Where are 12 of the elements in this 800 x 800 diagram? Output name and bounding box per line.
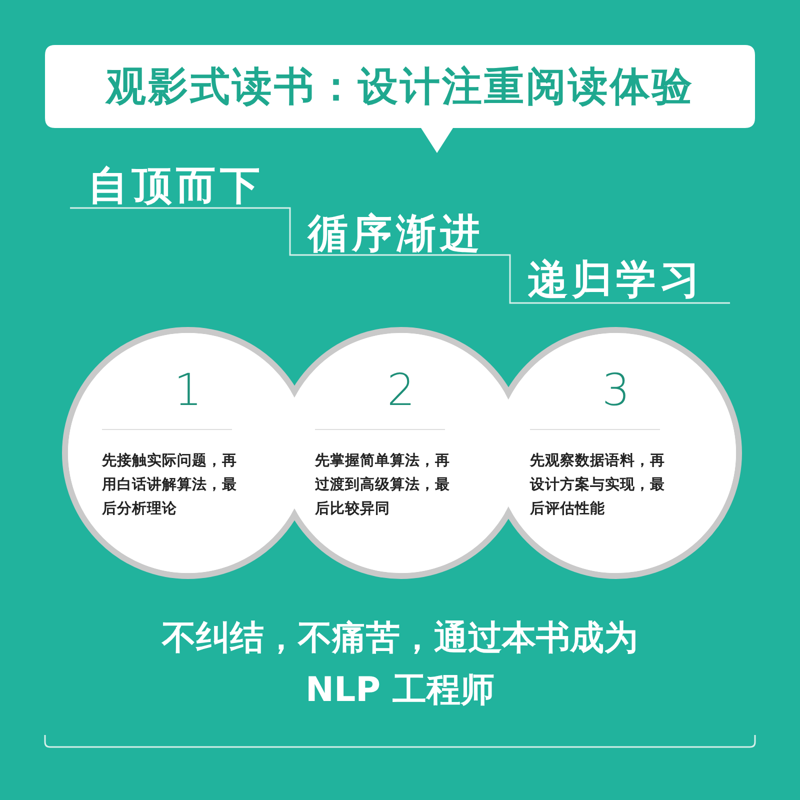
step-heading: 自顶而下 — [88, 162, 264, 211]
step-number: 3 — [601, 365, 631, 416]
step-heading: 递归学习 — [528, 256, 704, 305]
step-description: 先接触实际问题，再用白话讲解算法，最后分析理论 — [102, 452, 238, 519]
step-number: 2 — [386, 365, 416, 416]
step-heading: 循序渐进 — [308, 210, 484, 259]
speech-bubble — [45, 45, 755, 153]
step-description: 先观察数据语料，再设计方案与实现，最后评估性能 — [530, 452, 666, 519]
step-description: 先掌握简单算法，再过渡到高级算法，最后比较异同 — [315, 452, 451, 519]
bubble-heading: 观影式读书：设计注重阅读体验 — [104, 63, 695, 112]
step-number: 1 — [173, 365, 203, 416]
closing-slogan: 不纠结，不痛苦，通过本书成为 NLP 工程师 — [160, 617, 639, 712]
